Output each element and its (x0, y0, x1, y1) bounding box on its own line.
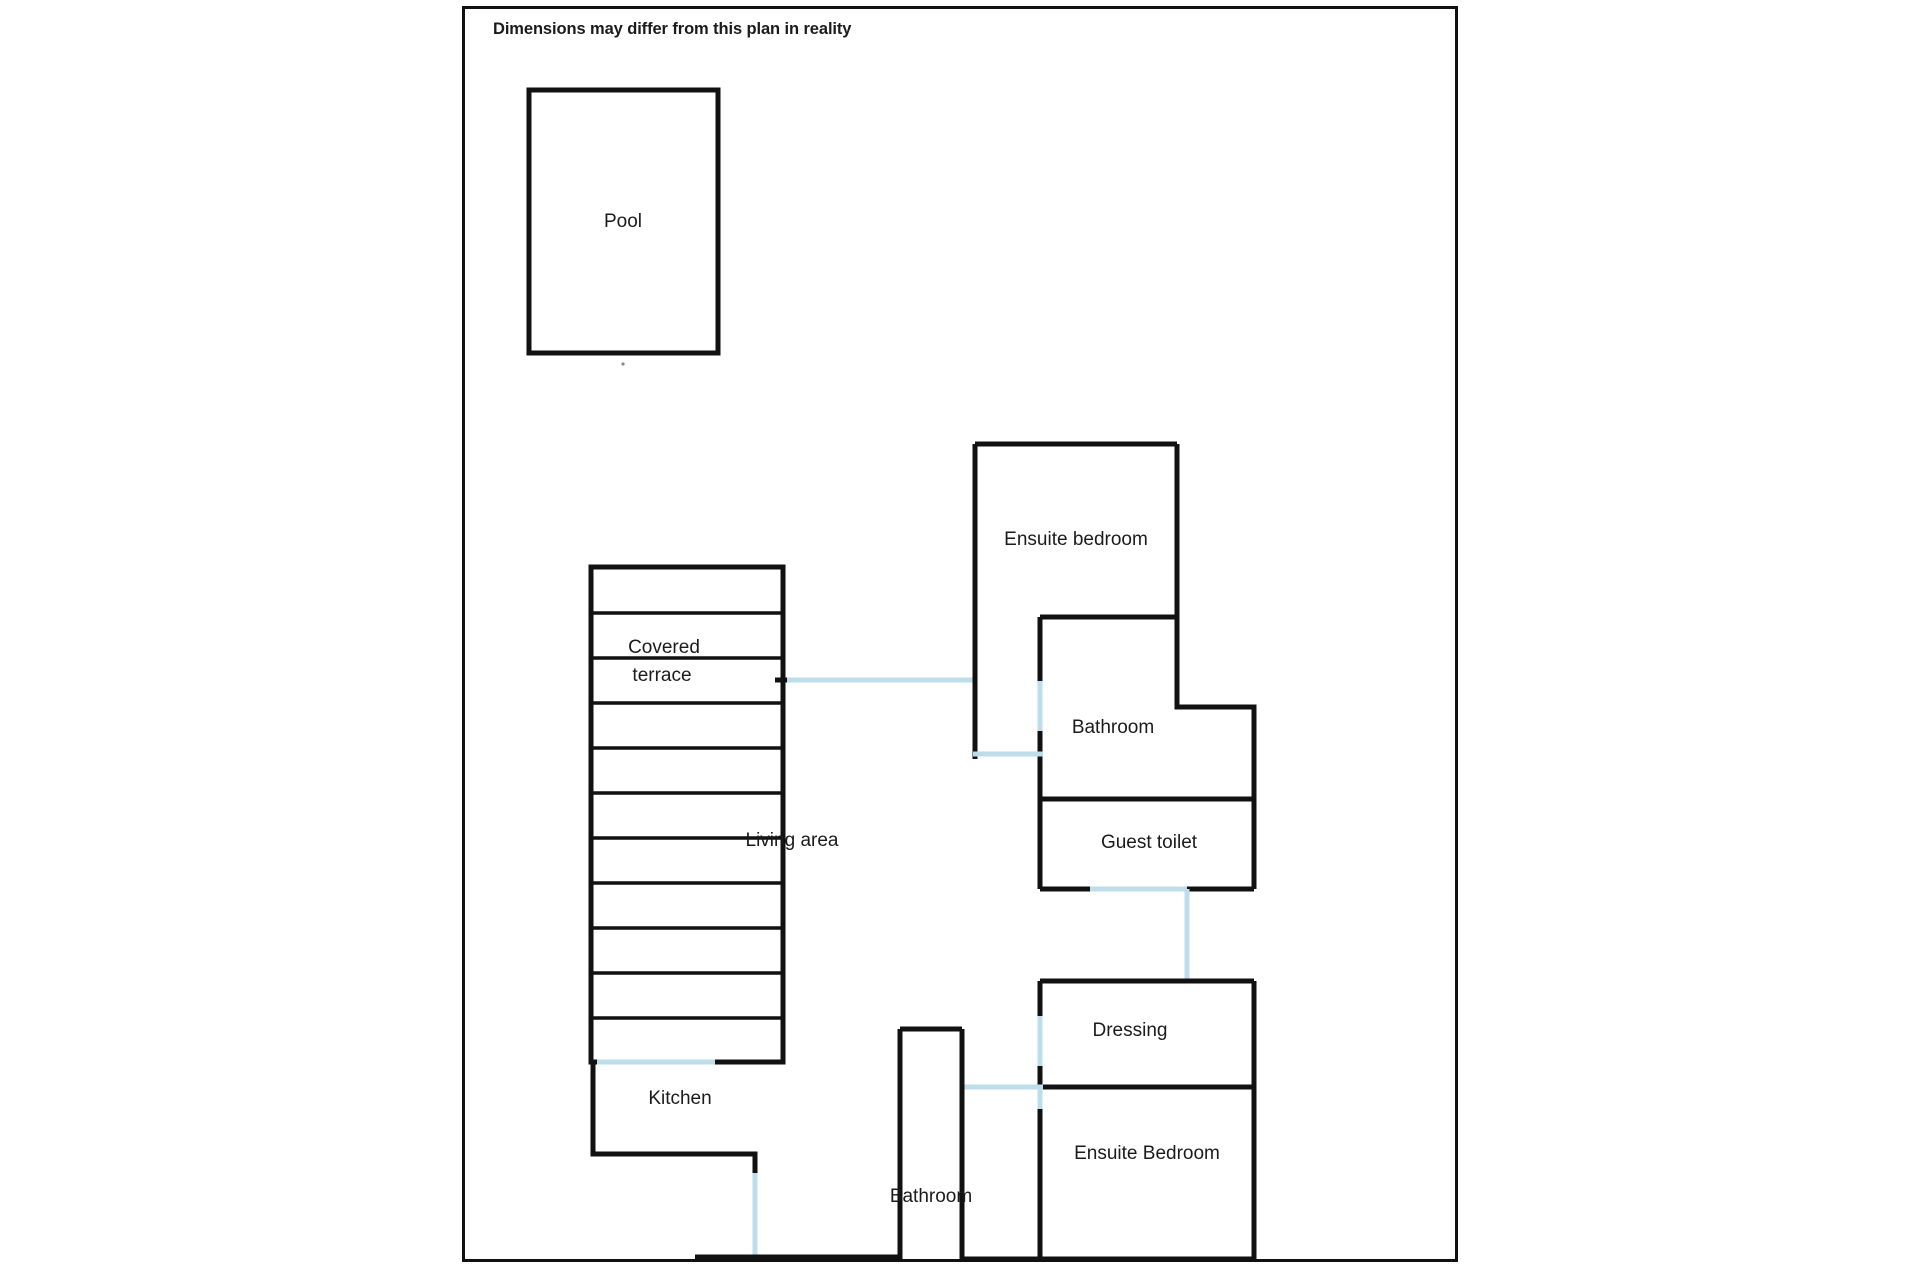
room-label-covered-terrace-line1: Covered (628, 637, 700, 658)
outer-shell-walls (695, 1173, 900, 1260)
room-pool: Pool (526, 87, 721, 366)
room-kitchen: Kitchen (590, 1059, 758, 1173)
room-label-bathroom-bottom: Bathroom (890, 1186, 972, 1207)
room-ensuite-bedroom-top: Ensuite bedroom (972, 441, 1180, 749)
room-label-kitchen: Kitchen (648, 1088, 711, 1109)
room-label-guest-toilet: Guest toilet (1101, 832, 1198, 853)
plan-disclaimer-text: Dimensions may differ from this plan in … (493, 20, 852, 38)
room-bathroom-bottom: Bathroom (890, 1026, 972, 1259)
room-label-dressing: Dressing (1093, 1020, 1168, 1041)
room-label-living-area: Living area (746, 830, 839, 851)
room-dressing: Dressing (1037, 978, 1257, 1090)
room-label-covered-terrace-line2: terrace (632, 665, 691, 686)
room-ensuite-bedroom-bottom: Ensuite Bedroom (962, 1087, 1257, 1262)
room-label-ensuite-bedroom-top: Ensuite bedroom (1004, 529, 1148, 550)
room-label-bathroom-top: Bathroom (1072, 717, 1154, 738)
room-covered-terrace: Covered terrace (588, 564, 786, 1065)
room-label-pool: Pool (604, 211, 642, 232)
room-label-ensuite-bedroom-bottom: Ensuite Bedroom (1074, 1143, 1220, 1164)
floor-plan-drawing: Pool Covered terrace (526, 87, 1257, 1262)
floor-plan-frame: Dimensions may differ from this plan in … (462, 6, 1458, 1262)
room-living-area: Living area (746, 830, 839, 851)
room-guest-toilet: Guest toilet (1037, 796, 1254, 892)
pool-bottom-dot (621, 362, 625, 366)
